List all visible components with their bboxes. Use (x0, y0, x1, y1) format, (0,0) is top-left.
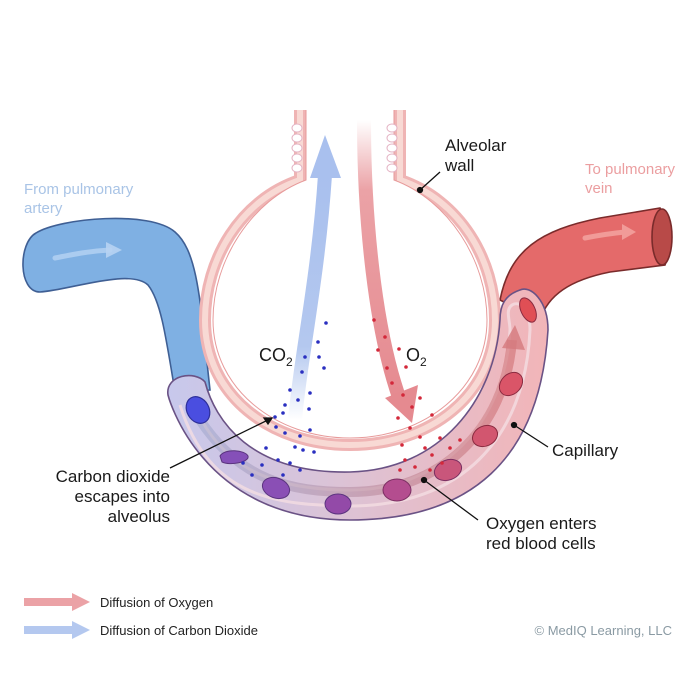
label-co2-escapes: Carbon dioxide escapes into alveolus (20, 467, 170, 527)
co2-molecule (322, 366, 326, 370)
label-alveolar-wall: Alveolar wall (445, 136, 506, 176)
legend-item-carbon-dioxide: Diffusion of Carbon Dioxide (24, 621, 258, 639)
o2-molecule (458, 438, 462, 442)
label-line: From pulmonary (24, 181, 134, 198)
o2-molecule (430, 453, 434, 457)
co2-molecule (241, 461, 245, 465)
label-oxygen-enters: Oxygen enters red blood cells (486, 514, 597, 554)
label-line: red blood cells (486, 534, 596, 553)
legend-item-oxygen: Diffusion of Oxygen (24, 593, 213, 611)
o2-molecule (440, 461, 444, 465)
co2-molecule (264, 446, 268, 450)
co2-molecule (317, 355, 321, 359)
o2-molecules (372, 318, 462, 472)
co2-subscript: 2 (286, 355, 293, 369)
o2-text: O (406, 345, 421, 365)
o2-molecule (418, 396, 422, 400)
co2-molecule (283, 431, 287, 435)
o2-molecule (448, 446, 452, 450)
o2-molecule (401, 393, 405, 397)
co2-molecule (296, 398, 300, 402)
legend-label: Diffusion of Oxygen (100, 594, 214, 610)
co2-molecule (273, 415, 277, 419)
oxygen-arrow-icon (24, 593, 90, 611)
co2-diffusion-arrow (288, 135, 341, 421)
co2-molecule (298, 434, 302, 438)
pulmonary-artery (22, 217, 211, 393)
label-line: Carbon dioxide (55, 467, 170, 486)
co2-molecule (298, 468, 302, 472)
co2-molecule (288, 388, 292, 392)
co2-molecule (281, 411, 285, 415)
o2-molecule (410, 405, 414, 409)
o2-molecule (372, 318, 376, 322)
co2-molecule (276, 458, 280, 462)
o2-molecule (423, 446, 427, 450)
co2-molecule (288, 461, 292, 465)
label-o2: O2 (406, 345, 427, 372)
label-line: alveolus (107, 507, 170, 526)
o2-molecule (408, 426, 412, 430)
label-co2: CO2 (259, 345, 293, 372)
carbon-dioxide-arrow-icon (24, 621, 90, 639)
o2-molecule (404, 365, 408, 369)
o2-diffusion-arrow (357, 119, 418, 423)
label-line: escapes into (74, 487, 170, 506)
co2-molecule (250, 473, 254, 477)
legend-label: Diffusion of Carbon Dioxide (100, 622, 259, 638)
co2-molecule (312, 450, 316, 454)
o2-molecule (438, 436, 442, 440)
o2-molecule (428, 468, 432, 472)
co2-molecule (281, 473, 285, 477)
label-line: Oxygen enters (486, 514, 597, 533)
o2-molecule (413, 465, 417, 469)
label-line: wall (445, 156, 475, 175)
label-from-pulmonary-artery: From pulmonary artery (24, 180, 133, 218)
co2-molecule (303, 355, 307, 359)
pulmonary-vein (499, 207, 673, 322)
co2-molecule (307, 407, 311, 411)
co2-molecule (324, 321, 328, 325)
leader-lines (169, 171, 549, 521)
o2-molecule (418, 435, 422, 439)
co2-molecule (274, 425, 278, 429)
vein-opening (651, 208, 673, 266)
o2-molecule (398, 468, 402, 472)
label-line: artery (24, 200, 63, 217)
blood-flow-arrow (195, 339, 517, 498)
co2-molecule (283, 403, 287, 407)
co2-molecule (308, 391, 312, 395)
o2-molecule (385, 366, 389, 370)
label-capillary: Capillary (552, 441, 619, 460)
co2-molecule (316, 340, 320, 344)
co2-molecule (293, 445, 297, 449)
o2-molecule (400, 443, 404, 447)
o2-molecule (390, 381, 394, 385)
artery-flow-arrow (52, 247, 113, 261)
copyright-credit: © MedIQ Learning, LLC (534, 623, 672, 638)
co2-text: CO (259, 345, 286, 365)
label-line: vein (585, 180, 613, 197)
label-line: To pulmonary (585, 161, 676, 178)
o2-molecule (430, 413, 434, 417)
co2-molecule (260, 463, 264, 467)
co2-molecule (300, 370, 304, 374)
o2-subscript: 2 (420, 355, 427, 369)
o2-molecule (403, 458, 407, 462)
label-line: Alveolar (445, 136, 507, 155)
alveolar-cells (291, 123, 398, 173)
co2-molecules (241, 321, 328, 477)
o2-molecule (383, 335, 387, 339)
o2-molecule (397, 347, 401, 351)
o2-molecule (396, 416, 400, 420)
co2-molecule (308, 428, 312, 432)
co2-molecule (301, 448, 305, 452)
label-to-pulmonary-vein: To pulmonary vein (585, 160, 675, 198)
red-blood-cells (185, 297, 537, 515)
o2-molecule (376, 348, 380, 352)
alveolus (198, 110, 502, 452)
